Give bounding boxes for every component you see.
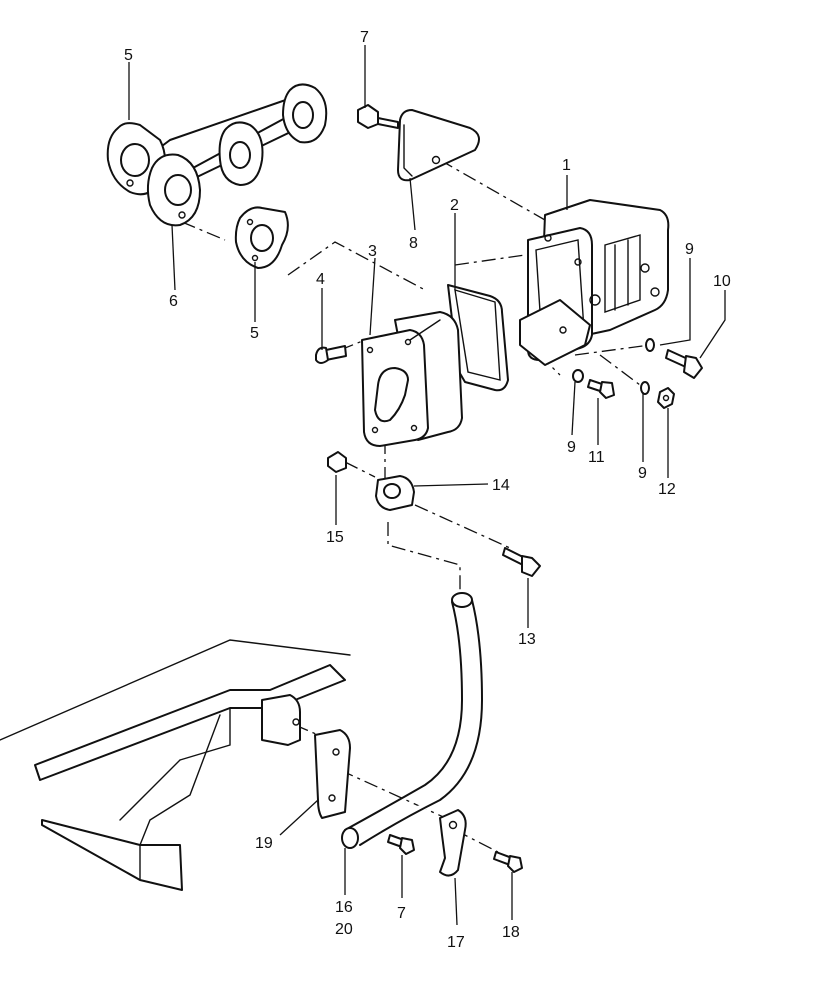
callout-11: 11 <box>588 449 605 466</box>
callout-2: 2 <box>450 197 459 214</box>
callout-5-a: 5 <box>124 47 133 64</box>
callout-17: 17 <box>447 934 465 951</box>
cooler-gasket <box>447 284 509 392</box>
leader-lines <box>128 45 726 926</box>
callout-7-a: 7 <box>360 29 369 46</box>
callout-6: 6 <box>169 293 178 310</box>
bolt-item-11 <box>587 379 615 399</box>
washer-9-c <box>640 381 650 395</box>
washer-9-a <box>645 338 655 352</box>
bolt-item-7-bottom <box>387 834 415 855</box>
nut-item-12 <box>657 387 675 409</box>
callout-19: 19 <box>255 835 273 852</box>
flange-gasket <box>234 206 289 269</box>
callout-13: 13 <box>518 631 536 648</box>
mounting-plate-item-19 <box>261 694 351 819</box>
exhaust-manifold <box>106 83 328 227</box>
callout-16: 16 <box>335 899 353 916</box>
bolt-item-7-top <box>357 104 399 129</box>
bolt-item-4 <box>315 345 347 364</box>
clip-item-17 <box>439 809 467 877</box>
callout-12: 12 <box>658 481 676 498</box>
callout-8: 8 <box>409 235 418 252</box>
callout-15: 15 <box>326 529 344 546</box>
callout-4: 4 <box>316 271 325 288</box>
egr-cooler-housing <box>519 199 670 366</box>
drain-pipe <box>341 592 483 849</box>
callout-5-b: 5 <box>250 325 259 342</box>
callout-10: 10 <box>713 273 731 290</box>
bolt-item-10 <box>665 349 703 379</box>
bolt-item-13 <box>502 547 541 577</box>
callout-14: 14 <box>492 477 510 494</box>
callout-labels: 5 7 1 2 3 8 9 10 4 6 5 9 11 9 12 14 15 1… <box>124 29 731 951</box>
clamp-item-14 <box>375 475 415 511</box>
callout-20: 20 <box>335 921 353 938</box>
callout-9-b: 9 <box>567 439 576 456</box>
callout-7-b: 7 <box>397 905 406 922</box>
washer-9-b <box>572 369 584 383</box>
callout-9-c: 9 <box>638 465 647 482</box>
frame-rail <box>0 639 351 891</box>
cooler-cover <box>361 311 463 447</box>
callout-3: 3 <box>368 243 377 260</box>
callout-9-a: 9 <box>685 241 694 258</box>
bracket-plate <box>397 109 480 182</box>
callout-18: 18 <box>502 924 520 941</box>
nut-item-15 <box>327 451 347 473</box>
bolt-item-18 <box>493 851 523 873</box>
callout-1: 1 <box>562 157 571 174</box>
